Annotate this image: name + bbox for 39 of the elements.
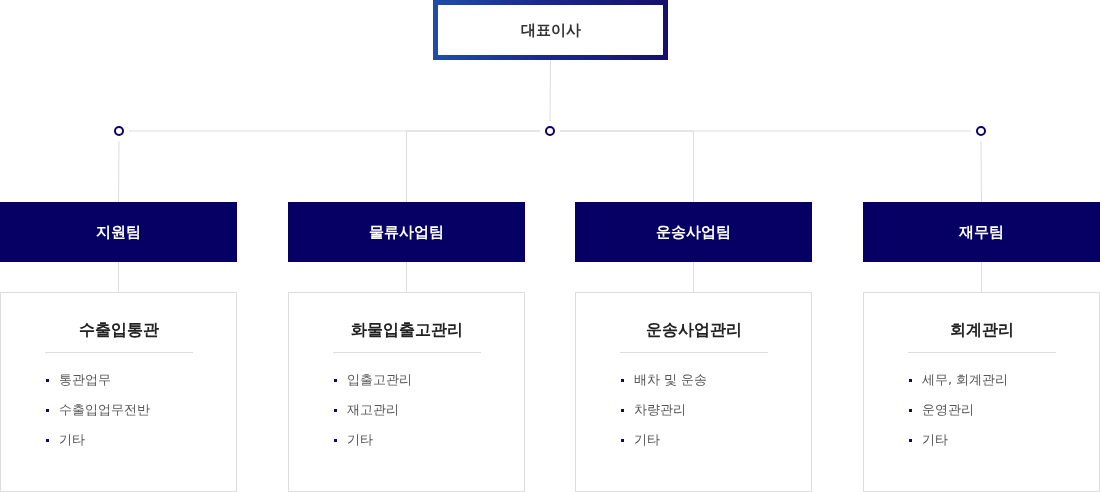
card-heading: 수출입통관 — [78, 319, 159, 341]
box-label: 재무팀 — [959, 222, 1004, 242]
executive-box — [433, 0, 668, 60]
list-item-text: 기타 — [634, 431, 660, 449]
box-label: 운송사업팀 — [656, 222, 731, 242]
team-box — [0, 202, 237, 262]
duty-card — [863, 292, 1100, 492]
team-box — [863, 202, 1100, 262]
list-item-text: 차량관리 — [634, 401, 686, 419]
connector-line — [118, 261, 119, 293]
list-item-text: 기타 — [59, 431, 85, 449]
duty-card — [288, 292, 525, 492]
connector-line — [406, 261, 407, 293]
connector-line — [693, 261, 694, 293]
list-item-text: 배차 및 운송 — [634, 371, 708, 389]
box-label: 지원팀 — [96, 222, 141, 242]
list-item-text: 통관업무 — [59, 371, 111, 389]
list-item-text: 재고관리 — [347, 401, 399, 419]
junction-circle — [114, 126, 124, 136]
connector-line — [981, 261, 982, 293]
junction-circle — [545, 126, 555, 136]
list-item-text: 세무, 회계관리 — [922, 371, 1009, 389]
box-label: 대표이사 — [520, 20, 581, 40]
team-box — [575, 202, 812, 262]
junction-circle — [976, 126, 986, 136]
list-item-text: 운영관리 — [922, 401, 974, 419]
card-heading: 회계관리 — [949, 319, 1014, 341]
list-item-text: 입출고관리 — [347, 371, 412, 389]
list-item-text: 기타 — [347, 431, 373, 449]
card-heading: 화물입출고관리 — [350, 319, 463, 341]
duty-card — [575, 292, 812, 492]
list-item-text: 수출입업무전반 — [59, 401, 150, 419]
box-label: 물류사업팀 — [369, 222, 444, 242]
duty-card — [0, 292, 237, 492]
list-item-text: 기타 — [922, 431, 948, 449]
connector-line — [406, 130, 541, 203]
connector-line — [559, 130, 694, 203]
card-heading: 운송사업관리 — [645, 319, 742, 341]
team-box — [288, 202, 525, 262]
